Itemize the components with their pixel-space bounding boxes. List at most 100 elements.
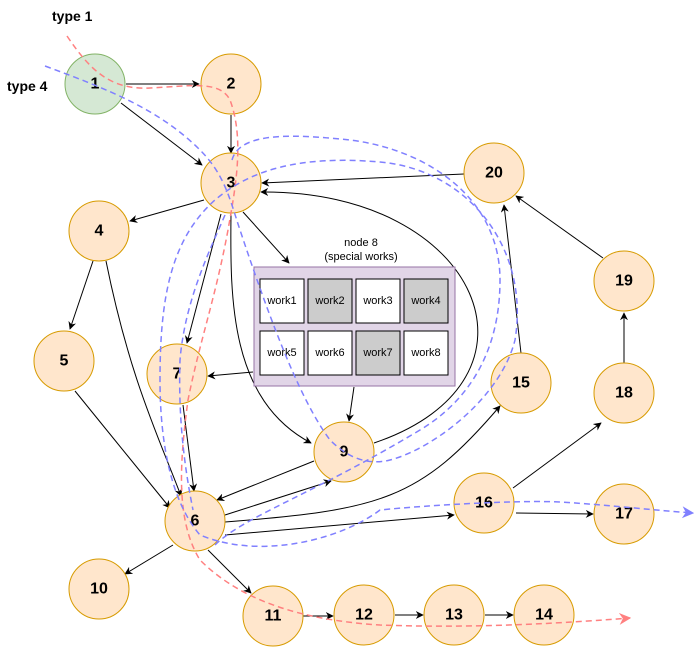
node-circle — [200, 53, 262, 115]
edge-4-6 — [105, 260, 183, 497]
edge-3-9 — [230, 213, 312, 444]
node-label: 10 — [90, 581, 108, 598]
node-label: 5 — [60, 353, 69, 370]
node-circle — [463, 142, 525, 204]
node-label: 20 — [485, 165, 503, 182]
node-circle — [146, 343, 208, 405]
node-label: 13 — [445, 607, 463, 624]
edge-15-20 — [500, 204, 522, 354]
node-5[interactable]: 5 — [33, 330, 95, 392]
node-circle — [490, 352, 552, 414]
work-box — [403, 330, 449, 376]
work-label: work6 — [314, 347, 344, 359]
edge-3-8 — [242, 211, 290, 264]
edge-8-7 — [207, 371, 254, 380]
node-7[interactable]: 7 — [146, 343, 208, 405]
edge-9-6 — [216, 460, 315, 502]
path-type1 — [66, 35, 632, 627]
node-label: 3 — [227, 175, 236, 192]
group-node-8[interactable]: node 8 (special works) work1 work2 work3 wo… — [253, 237, 456, 387]
node-label: 12 — [355, 607, 373, 624]
node-17[interactable]: 17 — [593, 483, 655, 545]
node-20[interactable]: 20 — [463, 142, 525, 204]
edges-layer — [68, 80, 628, 620]
path-type4-loop-inner — [178, 214, 226, 511]
work-cell-work3[interactable]: work3 — [355, 278, 401, 324]
work-box — [259, 330, 305, 376]
node-circle — [164, 490, 226, 552]
work-box — [355, 278, 401, 324]
work-cell-work1[interactable]: work1 — [259, 278, 305, 324]
edge-7-6 — [182, 404, 198, 492]
node-16[interactable]: 16 — [453, 472, 515, 534]
work-cell-work2[interactable]: work2 — [307, 278, 353, 324]
node-label: 16 — [475, 495, 493, 512]
path-type1-line — [66, 35, 632, 627]
node-circle — [593, 250, 655, 312]
work-box — [307, 278, 353, 324]
group-title-line2: (special works) — [324, 251, 397, 263]
node-label: 15 — [512, 375, 530, 392]
work-label: work5 — [266, 347, 296, 359]
edge-6-15 — [224, 405, 501, 523]
node-18[interactable]: 18 — [593, 362, 655, 424]
group-title-line1: node 8 — [344, 237, 378, 249]
work-cell-work5[interactable]: work5 — [259, 330, 305, 376]
edge-20-3 — [261, 173, 465, 187]
node-2[interactable]: 2 — [200, 53, 262, 115]
node-circle — [68, 558, 130, 620]
path-type4-line — [44, 65, 695, 548]
edge-5-6 — [74, 390, 171, 509]
edge-6-16 — [224, 511, 455, 536]
node-15[interactable]: 15 — [490, 352, 552, 414]
node-14[interactable]: 14 — [513, 584, 575, 646]
node-circle — [453, 472, 515, 534]
node-label: 1 — [91, 76, 100, 93]
work-label: work3 — [362, 295, 392, 307]
work-cell-work8[interactable]: work8 — [403, 330, 449, 376]
edge-8-9 — [346, 386, 355, 422]
edge-4-5 — [68, 260, 94, 330]
node-19[interactable]: 19 — [593, 250, 655, 312]
node-circle — [64, 53, 126, 115]
node-4[interactable]: 4 — [68, 200, 130, 262]
work-label: work8 — [410, 347, 440, 359]
node-circle — [513, 584, 575, 646]
work-cell-work6[interactable]: work6 — [307, 330, 353, 376]
node-label: 19 — [615, 273, 633, 290]
node-circle — [593, 362, 655, 424]
legend-type1: type 1 — [52, 8, 93, 24]
node-1[interactable]: 1 — [64, 53, 126, 115]
path-type4-loop — [214, 135, 501, 546]
node-label: 14 — [535, 607, 553, 624]
work-cell-work4[interactable]: work4 — [403, 278, 449, 324]
edge-6-11 — [207, 549, 252, 594]
edge-19-20 — [515, 195, 604, 259]
work-box — [355, 330, 401, 376]
node-10[interactable]: 10 — [68, 558, 130, 620]
edge-3-7 — [184, 213, 222, 344]
node-12[interactable]: 12 — [333, 584, 395, 646]
work-label: work1 — [266, 295, 296, 307]
edge-3-4 — [129, 199, 205, 223]
node-label: 4 — [95, 223, 104, 240]
node-3[interactable]: 3 — [200, 152, 262, 214]
edge-6-9 — [224, 479, 332, 516]
work-cell-work7[interactable]: work7 — [355, 330, 401, 376]
node-11[interactable]: 11 — [242, 585, 304, 647]
node-label: 17 — [615, 506, 633, 523]
work-box — [307, 330, 353, 376]
node-circle — [33, 330, 95, 392]
edge-1-3 — [120, 102, 203, 166]
work-box — [259, 278, 305, 324]
node-label: 2 — [227, 76, 236, 93]
node-label: 6 — [191, 513, 200, 530]
work-label: work4 — [410, 295, 440, 307]
node-label: 7 — [173, 366, 182, 383]
node-13[interactable]: 13 — [423, 584, 485, 646]
node-6[interactable]: 6 — [164, 490, 226, 552]
node-circle — [593, 483, 655, 545]
edge-6-10 — [124, 544, 174, 575]
